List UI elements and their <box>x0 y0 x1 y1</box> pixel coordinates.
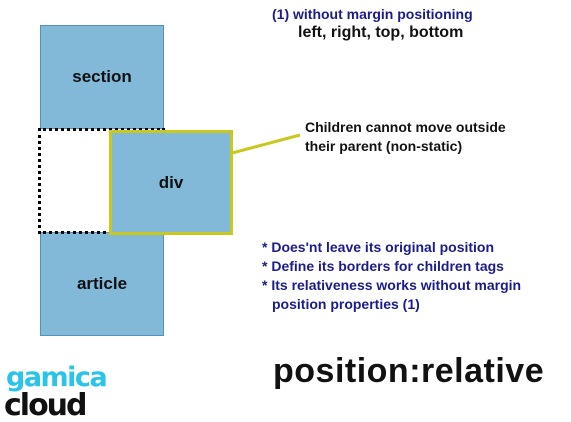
bullet-list: * Does'nt leave its original position * … <box>262 238 521 314</box>
bullet-item-continuation: position properties (1) <box>272 296 420 312</box>
div-label: div <box>158 172 184 192</box>
logo-line-1: gamica <box>6 362 106 393</box>
callout-connector-line <box>231 133 301 155</box>
gamica-cloud-logo: gamica cloud <box>4 362 108 422</box>
note-subtitle: left, right, top, bottom <box>298 24 464 41</box>
callout-text: Children cannot move outside their paren… <box>305 118 506 156</box>
bullet-item: * Define its borders for children tags <box>262 258 504 274</box>
article-box: article <box>40 232 164 336</box>
note-title: (1) without margin positioning <box>272 6 473 22</box>
article-label: article <box>76 274 128 293</box>
bullet-item: * Does'nt leave its original position <box>262 239 495 255</box>
callout-line-1: Children cannot move outside <box>305 119 506 135</box>
bullet-item: * Its relativeness works without margin <box>262 277 522 293</box>
logo-line-2: cloud <box>4 388 86 422</box>
section-box: section <box>40 25 164 129</box>
page-heading: position:relative <box>273 352 545 390</box>
section-label: section <box>72 67 132 86</box>
div-box: div <box>109 130 233 235</box>
callout-line-2: their parent (non-static) <box>305 138 463 154</box>
